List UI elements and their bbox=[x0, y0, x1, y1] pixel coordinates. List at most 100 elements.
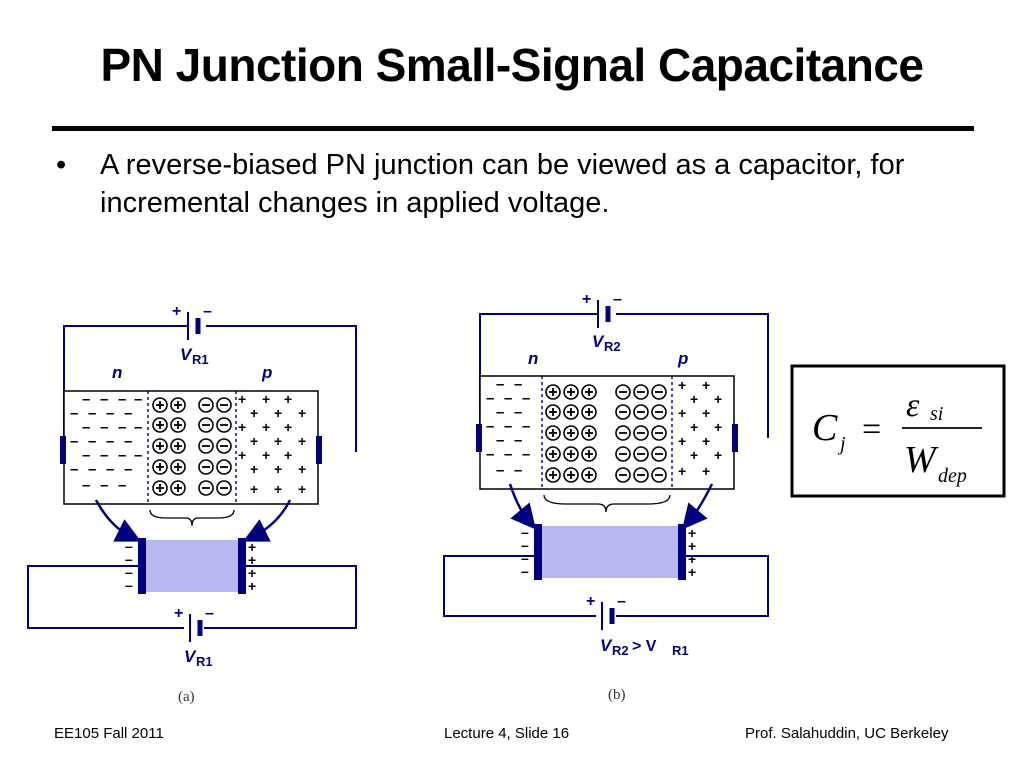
fig-b-bottom-minus: – bbox=[617, 593, 626, 610]
svg-text:–: – bbox=[82, 419, 90, 436]
svg-text:+: + bbox=[702, 405, 710, 421]
fig-b-top-battery: + – V R2 bbox=[582, 291, 622, 354]
slide-title: PN Junction Small-Signal Capacitance bbox=[100, 39, 924, 91]
svg-text:+: + bbox=[250, 461, 258, 477]
svg-text:–: – bbox=[514, 376, 522, 393]
fig-a-left-contact bbox=[60, 436, 66, 464]
fig-a-bottom-minus: – bbox=[205, 605, 214, 622]
formula-epsilon: ε bbox=[906, 387, 920, 424]
svg-text:–: – bbox=[496, 376, 504, 393]
fig-a-cap-charges: –––– ++++ bbox=[125, 538, 256, 594]
svg-text:+: + bbox=[250, 433, 258, 449]
svg-text:–: – bbox=[100, 447, 108, 464]
fig-a-brace bbox=[149, 509, 235, 527]
svg-text:+: + bbox=[248, 552, 256, 568]
svg-text:+: + bbox=[714, 391, 722, 407]
fig-b-semiconductor bbox=[479, 375, 735, 490]
fig-a-bottom-wire bbox=[27, 565, 357, 629]
fig-b-brace bbox=[543, 494, 671, 513]
formula-equals: = bbox=[862, 411, 881, 448]
svg-text:–: – bbox=[70, 405, 78, 422]
fig-a-cap-left-plate bbox=[138, 538, 146, 594]
fig-b-vr-sub: R2 bbox=[604, 339, 621, 354]
svg-text:–: – bbox=[521, 524, 529, 540]
svg-text:+: + bbox=[262, 391, 270, 407]
fig-b-n-charges: –– ––– –– ––– –– ––– –– bbox=[486, 376, 530, 479]
fig-a-n-label: n bbox=[112, 363, 122, 382]
svg-text:+: + bbox=[678, 433, 686, 449]
svg-text:+: + bbox=[702, 463, 710, 479]
fig-a-plus-sign: + bbox=[172, 303, 181, 320]
svg-text:–: – bbox=[522, 446, 530, 463]
svg-text:+: + bbox=[274, 405, 282, 421]
formula-w-sub: dep bbox=[938, 465, 967, 487]
svg-text:–: – bbox=[124, 405, 132, 422]
fig-b-bottom-plus: + bbox=[586, 593, 595, 610]
svg-text:–: – bbox=[521, 550, 529, 566]
formula-frame bbox=[790, 364, 1006, 498]
formula-w: W bbox=[904, 439, 939, 481]
svg-text:+: + bbox=[298, 481, 306, 497]
fig-a-semiconductor bbox=[63, 390, 319, 505]
svg-text:+: + bbox=[688, 538, 696, 554]
fig-a-n-charges: –––– –––– –––– –––– –––– –––– ––– bbox=[70, 391, 142, 494]
svg-text:+: + bbox=[238, 447, 246, 463]
fig-a-dielectric bbox=[144, 540, 240, 592]
svg-text:+: + bbox=[248, 565, 256, 581]
svg-text:–: – bbox=[106, 461, 114, 478]
footer-course: EE105 Fall 2011 bbox=[54, 725, 164, 742]
figure-a: + – V R1 n p –––– –––– –––– –––– –––– ––… bbox=[27, 303, 357, 705]
formula-epsilon-sub: si bbox=[930, 403, 943, 425]
svg-text:–: – bbox=[82, 447, 90, 464]
fig-b-left-arrow bbox=[508, 483, 536, 530]
svg-text:+: + bbox=[688, 525, 696, 541]
svg-text:+: + bbox=[298, 461, 306, 477]
fig-a-caption: (a) bbox=[178, 689, 195, 705]
svg-text:+: + bbox=[262, 447, 270, 463]
fig-b-cap-left-plate bbox=[534, 524, 542, 580]
svg-text:–: – bbox=[496, 462, 504, 479]
svg-text:–: – bbox=[100, 477, 108, 494]
svg-text:+: + bbox=[262, 419, 270, 435]
fig-b-bottom-wire bbox=[443, 555, 769, 617]
svg-text:+: + bbox=[298, 433, 306, 449]
fig-a-p-charges: +++ +++ +++ +++ +++ +++ +++ bbox=[238, 391, 306, 497]
fig-a-left-arrow bbox=[94, 499, 142, 542]
svg-text:+: + bbox=[284, 391, 292, 407]
footer-author: Prof. Salahuddin, UC Berkeley bbox=[745, 725, 949, 742]
fig-b-vr-label: V bbox=[592, 332, 605, 351]
svg-text:–: – bbox=[514, 404, 522, 421]
bullet-marker: • bbox=[56, 149, 67, 181]
svg-text:–: – bbox=[125, 538, 133, 554]
svg-text:+: + bbox=[248, 539, 256, 555]
svg-text:–: – bbox=[125, 551, 133, 567]
fig-a-bottom-vr-label: V bbox=[184, 647, 197, 666]
fig-a-vr-label: V bbox=[180, 345, 193, 364]
svg-text:+: + bbox=[702, 433, 710, 449]
svg-text:–: – bbox=[118, 419, 126, 436]
svg-text:–: – bbox=[521, 563, 529, 579]
svg-text:+: + bbox=[690, 447, 698, 463]
svg-text:+: + bbox=[248, 578, 256, 594]
svg-text:–: – bbox=[134, 447, 142, 464]
svg-text:–: – bbox=[118, 391, 126, 408]
svg-text:–: – bbox=[486, 390, 494, 407]
svg-text:+: + bbox=[702, 377, 710, 393]
fig-b-caption: (b) bbox=[608, 687, 626, 703]
svg-text:–: – bbox=[88, 433, 96, 450]
bullet-text: A reverse-biased PN junction can be view… bbox=[100, 149, 905, 219]
svg-text:+: + bbox=[284, 447, 292, 463]
svg-text:–: – bbox=[70, 433, 78, 450]
svg-text:+: + bbox=[284, 419, 292, 435]
svg-text:+: + bbox=[688, 564, 696, 580]
svg-text:+: + bbox=[274, 433, 282, 449]
svg-text:–: – bbox=[124, 461, 132, 478]
fig-b-dielectric bbox=[540, 526, 680, 578]
fig-a-vr-sub: R1 bbox=[192, 352, 209, 367]
fig-a-right-contact bbox=[316, 436, 322, 464]
svg-text:–: – bbox=[125, 564, 133, 580]
svg-text:+: + bbox=[690, 391, 698, 407]
svg-text:+: + bbox=[678, 377, 686, 393]
svg-text:+: + bbox=[678, 405, 686, 421]
